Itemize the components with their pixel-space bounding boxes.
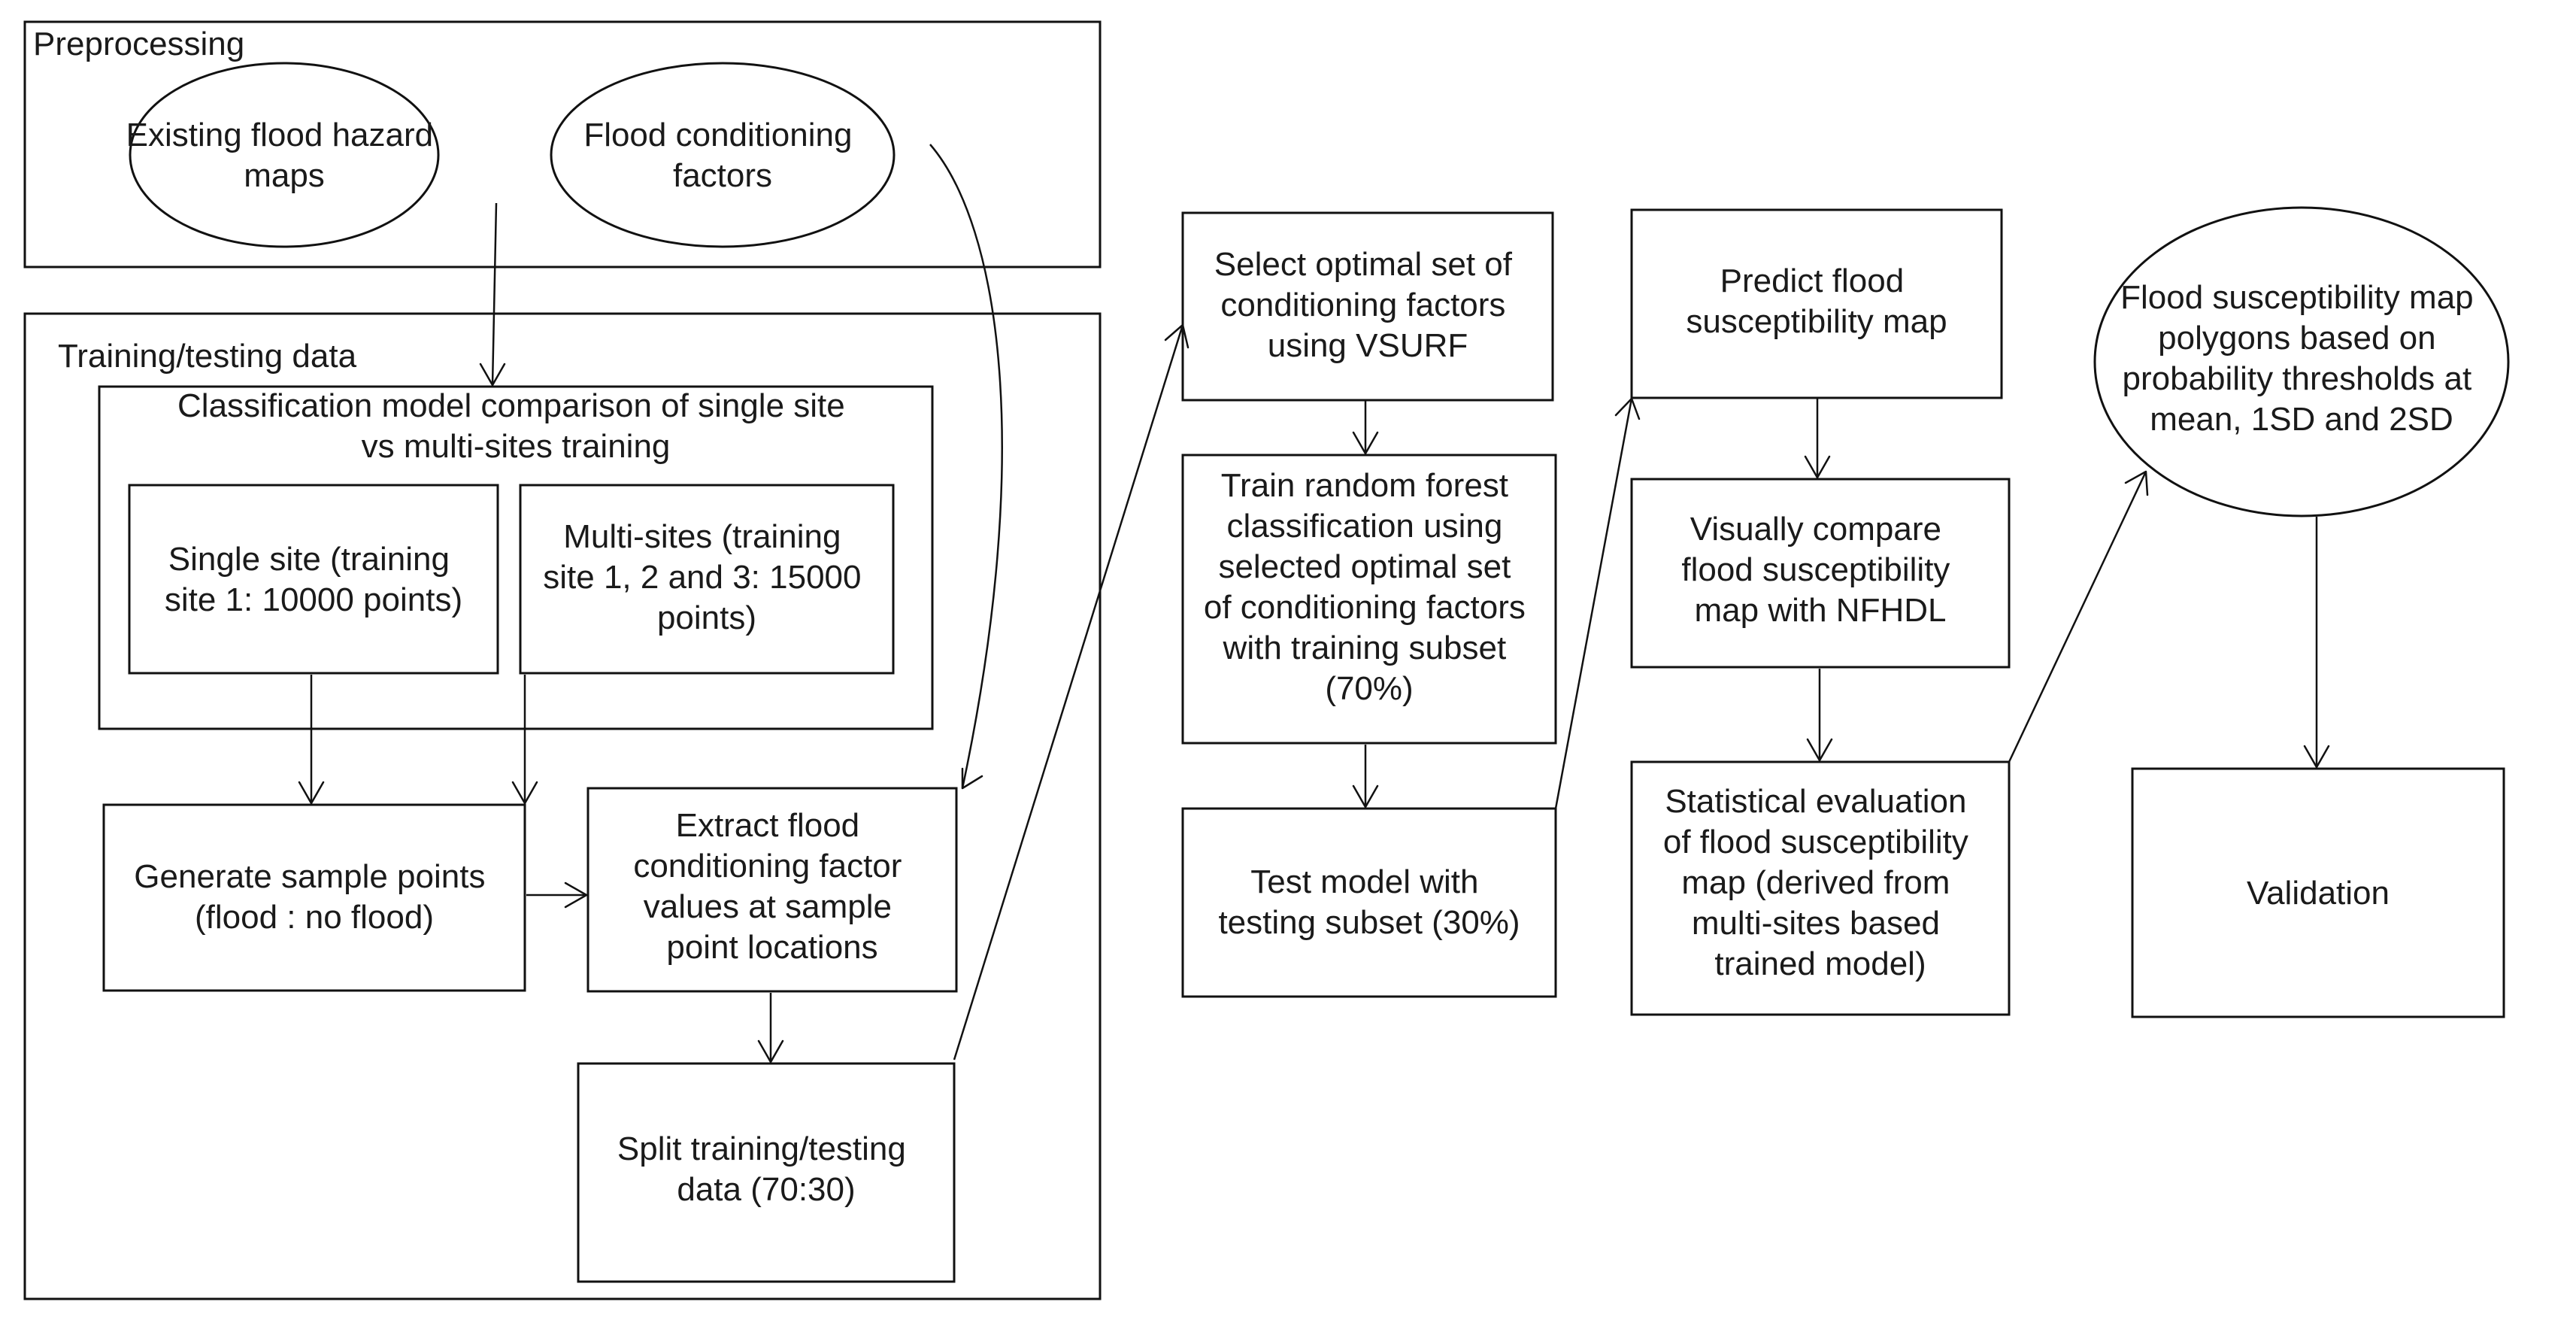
statistical-evaluation-line-2: of flood susceptibility [1663, 824, 1968, 860]
train-random-forest-line-5: with training subset [1223, 630, 1507, 666]
statistical-evaluation-node [1630, 760, 2011, 1016]
validation-line-1: Validation [2247, 875, 2390, 912]
compare-with-nfhdl-label: Visually compare flood susceptibility ma… [1681, 511, 1959, 629]
extract-factor-values-line-2: conditioning factor [633, 848, 902, 885]
single-site-label: Single site (training site 1: 10000 poin… [165, 541, 462, 618]
susceptibility-polygons-line-1: Flood susceptibility map [2120, 279, 2474, 316]
split-training-testing-node [577, 1062, 956, 1283]
predict-susceptibility-map-line-1: Predict flood [1720, 262, 1905, 299]
single-site-line-1: Single site (training [168, 541, 450, 578]
statistical-evaluation-line-5: trained model) [1714, 945, 1926, 982]
edge-maps-to-comparison [491, 202, 498, 386]
susceptibility-polygons-label: Flood susceptibility map polygons based … [2120, 279, 2483, 438]
susceptibility-polygons-line-2: polygons based on [2158, 320, 2435, 357]
training-testing-group-label: Training/testing data [58, 338, 357, 375]
compare-with-nfhdl-line-2: flood susceptibility [1681, 551, 1950, 588]
preprocessing-group [23, 20, 1102, 269]
predict-susceptibility-map-node [1630, 208, 2003, 399]
extract-factor-values-node [586, 787, 958, 993]
multi-sites-line-3: points) [657, 599, 756, 636]
train-random-forest-line-2: classification using [1226, 508, 1502, 545]
existing-flood-hazard-maps-node [129, 62, 440, 248]
predict-susceptibility-map-label: Predict flood susceptibility map [1686, 262, 1947, 340]
test-model-line-1: Test model with [1250, 863, 1478, 900]
test-model-label: Test model with testing subset (30%) [1218, 863, 1520, 941]
flood-conditioning-factors-line-2: factors [673, 157, 772, 194]
split-training-testing-label: Split training/testing data (70:30) [617, 1130, 915, 1208]
generate-sample-points-label: Generate sample points (flood : no flood… [134, 858, 494, 936]
validation-node [2131, 767, 2505, 1018]
split-training-testing-line-1: Split training/testing [617, 1130, 906, 1167]
flood-conditioning-factors-line-1: Flood conditioning [583, 117, 852, 153]
edge-factors-to-extract [929, 144, 1003, 789]
flood-conditioning-factors-label: Flood conditioning factors [583, 117, 861, 194]
training-testing-group [23, 312, 1102, 1300]
edge-split-to-select [953, 324, 1184, 1060]
test-model-node [1181, 807, 1557, 998]
existing-flood-hazard-maps-line-2: maps [244, 157, 325, 194]
statistical-evaluation-label: Statistical evaluation of flood suscepti… [1663, 783, 1977, 982]
statistical-evaluation-line-4: multi-sites based [1692, 905, 1940, 942]
multi-sites-node [519, 484, 895, 675]
train-random-forest-line-4: of conditioning factors [1204, 589, 1526, 626]
existing-flood-hazard-maps-line-1: Existing flood hazard [126, 117, 433, 153]
extract-factor-values-line-1: Extract flood [676, 807, 860, 844]
train-random-forest-line-3: selected optimal set [1218, 548, 1511, 585]
model-comparison-line-1: Classification model comparison of singl… [177, 387, 845, 424]
generate-sample-points-line-2: (flood : no flood) [195, 899, 434, 936]
multi-sites-line-2: site 1, 2 and 3: 15000 [543, 559, 861, 596]
multi-sites-label: Multi-sites (training site 1, 2 and 3: 1… [543, 518, 870, 636]
train-random-forest-line-6: (70%) [1325, 670, 1413, 707]
train-random-forest-line-1: Train random forest [1221, 467, 1508, 504]
flood-conditioning-factors-node [550, 62, 896, 248]
compare-with-nfhdl-line-3: map with NFHDL [1695, 592, 1947, 629]
predict-susceptibility-map-line-2: susceptibility map [1686, 303, 1947, 340]
edge-evaluation-to-polygons [2008, 471, 2147, 763]
split-training-testing-line-2: data (70:30) [677, 1171, 855, 1208]
test-model-line-2: testing subset (30%) [1218, 904, 1520, 941]
train-random-forest-label: Train random forest classification using… [1204, 467, 1535, 707]
train-random-forest-node [1181, 454, 1557, 745]
multi-sites-line-1: Multi-sites (training [563, 518, 841, 555]
extract-factor-values-line-4: point locations [666, 929, 877, 966]
compare-with-nfhdl-node [1630, 478, 2011, 669]
validation-label: Validation [2247, 875, 2390, 912]
extract-factor-values-label: Extract flood conditioning factor values… [633, 807, 911, 966]
preprocessing-group-label: Preprocessing [33, 26, 244, 62]
model-comparison-label: Classification model comparison of singl… [177, 387, 854, 465]
model-comparison-line-2: vs multi-sites training [362, 428, 671, 465]
susceptibility-polygons-line-4: mean, 1SD and 2SD [2150, 401, 2453, 438]
compare-with-nfhdl-line-1: Visually compare [1690, 511, 1941, 548]
select-optimal-factors-line-1: Select optimal set of [1214, 246, 1513, 283]
existing-flood-hazard-maps-label: Existing flood hazard maps [126, 117, 443, 194]
statistical-evaluation-line-1: Statistical evaluation [1665, 783, 1966, 820]
select-optimal-factors-line-2: conditioning factors [1220, 287, 1505, 323]
susceptibility-polygons-node [2093, 206, 2510, 517]
extract-factor-values-line-3: values at sample [644, 888, 892, 925]
single-site-line-2: site 1: 10000 points) [165, 581, 462, 618]
single-site-node [128, 484, 499, 675]
connectors [298, 144, 2330, 1064]
generate-sample-points-node [102, 803, 526, 992]
select-optimal-factors-label: Select optimal set of conditioning facto… [1214, 246, 1521, 364]
generate-sample-points-line-1: Generate sample points [134, 858, 485, 895]
statistical-evaluation-line-3: map (derived from [1681, 864, 1950, 901]
susceptibility-polygons-line-3: probability thresholds at [2123, 360, 2472, 397]
edge-test-to-predict [1554, 398, 1633, 809]
select-optimal-factors-line-3: using VSURF [1268, 327, 1468, 364]
select-optimal-factors-node [1181, 211, 1554, 402]
